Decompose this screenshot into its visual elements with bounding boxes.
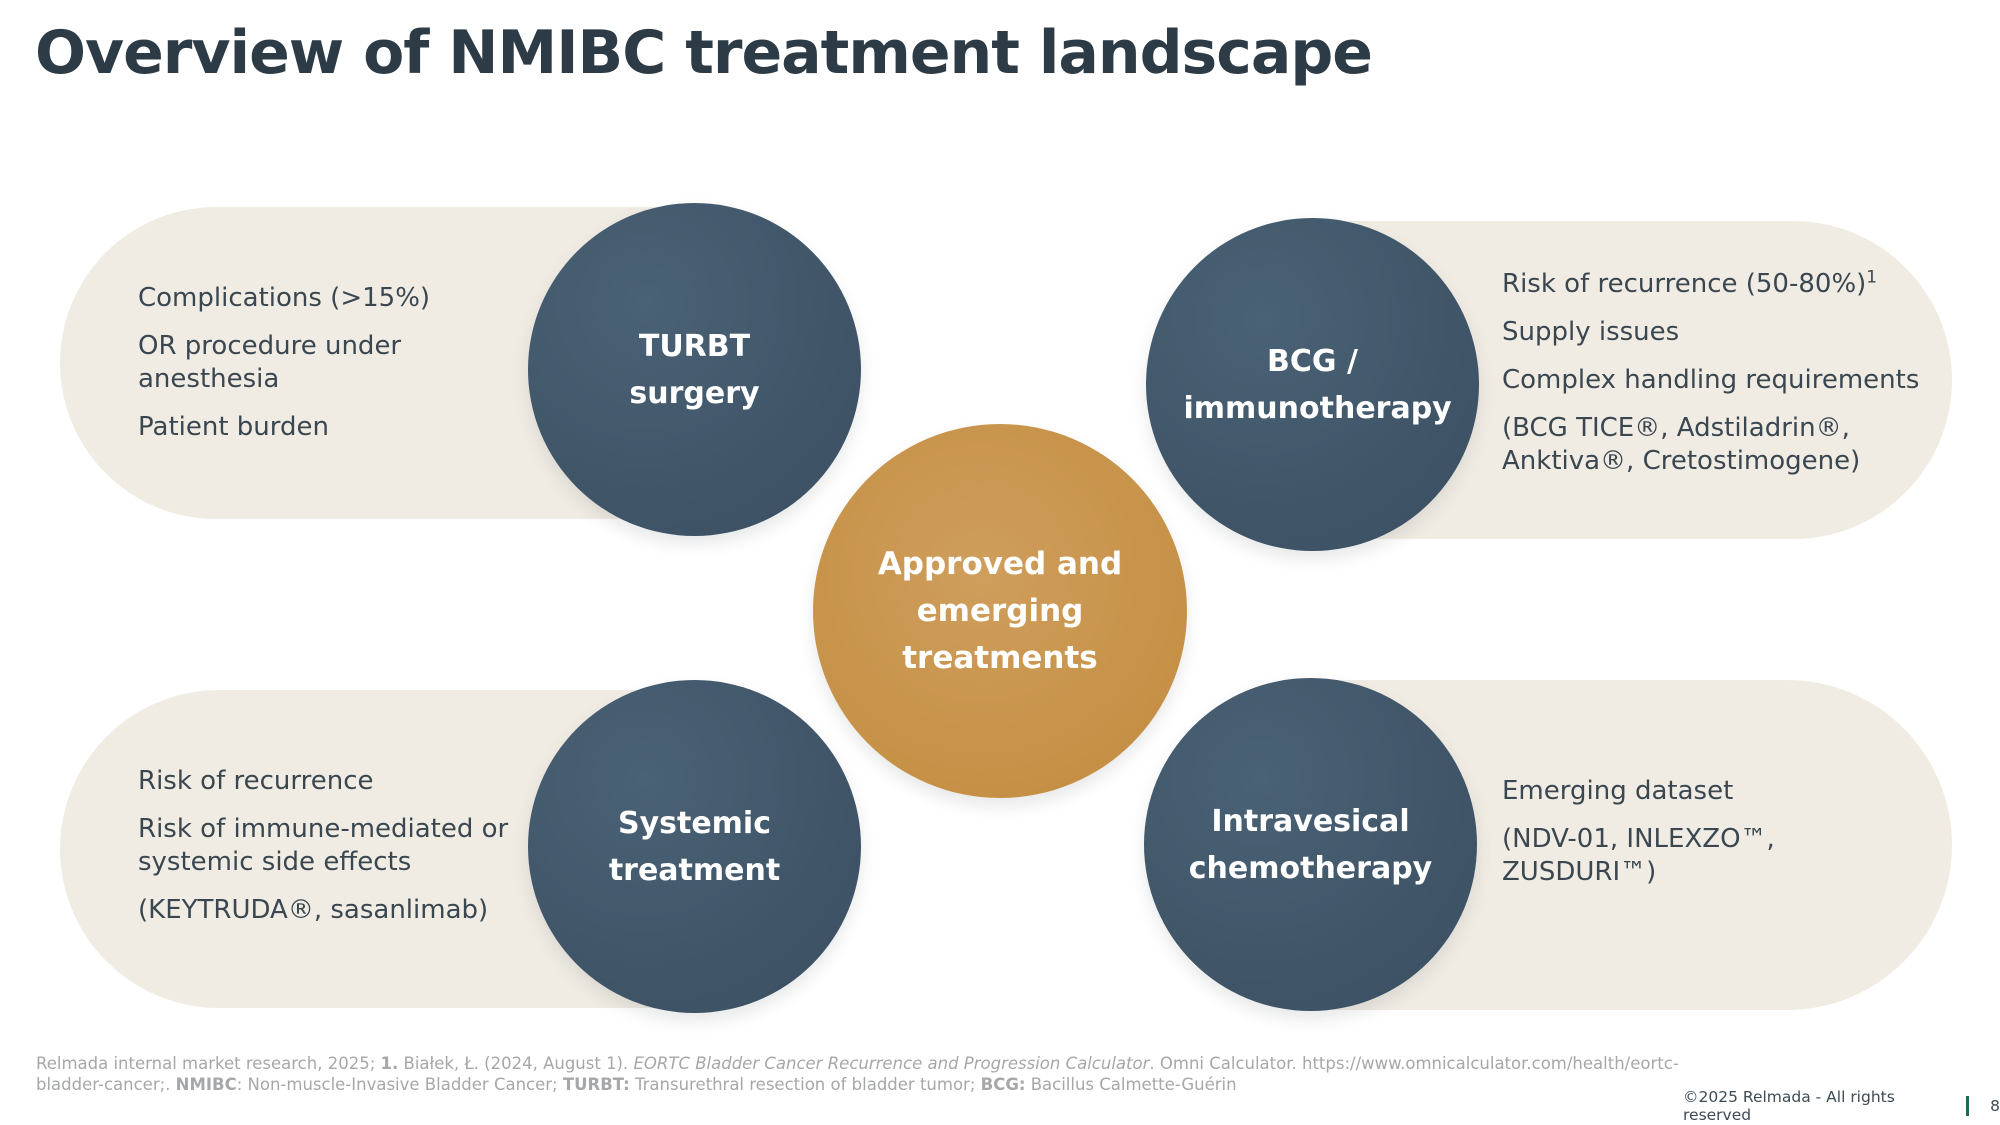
footnote-segment: TURBT: xyxy=(562,1074,630,1094)
footnote-marker: 1 xyxy=(1866,267,1878,288)
center-circle-label: Approved and emerging treatments xyxy=(877,545,1123,676)
page-number: 8 xyxy=(1990,1097,2000,1115)
turbt-circle-label: TURBT surgery xyxy=(629,328,760,411)
systemic-notes: Risk of recurrence Risk of immune-mediat… xyxy=(138,765,533,927)
note-text: Risk of recurrence xyxy=(138,766,374,796)
footnote-segment: Białek, Ł. (2024, August 1). xyxy=(398,1054,634,1073)
page-title: Overview of NMIBC treatment landscape xyxy=(35,18,1373,88)
note-text: Complex handling requirements xyxy=(1502,365,1920,395)
note-text: Emerging dataset xyxy=(1502,776,1734,806)
intravesical-circle: Intravesical chemotherapy xyxy=(1144,678,1477,1011)
turbt-circle: TURBT surgery xyxy=(528,203,861,536)
bcg-circle: BCG / immunotherapy xyxy=(1146,218,1479,551)
footnote-segment: NMIBC xyxy=(175,1074,237,1094)
footnote-segment: : Non-muscle-Invasive Bladder Cancer; xyxy=(236,1074,563,1094)
systemic-circle: Systemic treatment xyxy=(528,680,861,1013)
note-text: (BCG TICE®, Adstiladrin®, Anktiva®, Cret… xyxy=(1502,413,1861,476)
bcg-notes: Risk of recurrence (50-80%)1 Supply issu… xyxy=(1502,268,1937,478)
intravesical-notes: Emerging dataset (NDV-01, INLEXZO™, ZUSD… xyxy=(1502,775,1842,889)
note-text: Complications (>15%) xyxy=(138,283,431,313)
footnote: Relmada internal market research, 2025; … xyxy=(36,1054,1686,1095)
turbt-notes: Complications (>15%) OR procedure under … xyxy=(138,282,478,444)
note-text: (NDV-01, INLEXZO™, ZUSDURI™) xyxy=(1502,824,1775,887)
footnote-segment: Transurethral resection of bladder tumor… xyxy=(629,1074,981,1094)
note-text: Patient burden xyxy=(138,412,329,442)
note-text: (KEYTRUDA®, sasanlimab) xyxy=(138,895,489,925)
copyright-text: ©2025 Relmada - All rights reserved xyxy=(1683,1088,1895,1124)
bcg-circle-label: BCG / immunotherapy xyxy=(1183,343,1452,426)
note-text: Supply issues xyxy=(1502,317,1680,347)
footnote-segment: Relmada internal market research, 2025; xyxy=(36,1054,381,1073)
note-text: Risk of recurrence (50-80%) xyxy=(1502,269,1867,299)
systemic-circle-label: Systemic treatment xyxy=(608,805,781,888)
note-text: Risk of recurrence (50-80%)1 xyxy=(1502,268,1937,301)
center-circle: Approved and emerging treatments xyxy=(813,424,1187,798)
footnote-segment: Bacillus Calmette-Guérin xyxy=(1025,1074,1237,1094)
footnote-segment: EORTC Bladder Cancer Recurrence and Prog… xyxy=(633,1054,1150,1073)
footnote-segment: BCG: xyxy=(980,1074,1026,1094)
copyright-area: ©2025 Relmada - All rights reserved 8 xyxy=(1683,1088,2000,1124)
footnote-segment: . Omni Calculator. https://www.omnicalcu… xyxy=(36,1054,1679,1094)
note-text: OR procedure under anesthesia xyxy=(138,331,402,394)
footer-divider xyxy=(1966,1096,1970,1116)
footnote-segment: 1. xyxy=(380,1054,399,1073)
intravesical-circle-label: Intravesical chemotherapy xyxy=(1188,803,1433,886)
note-text: Risk of immune-mediated or systemic side… xyxy=(138,814,509,877)
